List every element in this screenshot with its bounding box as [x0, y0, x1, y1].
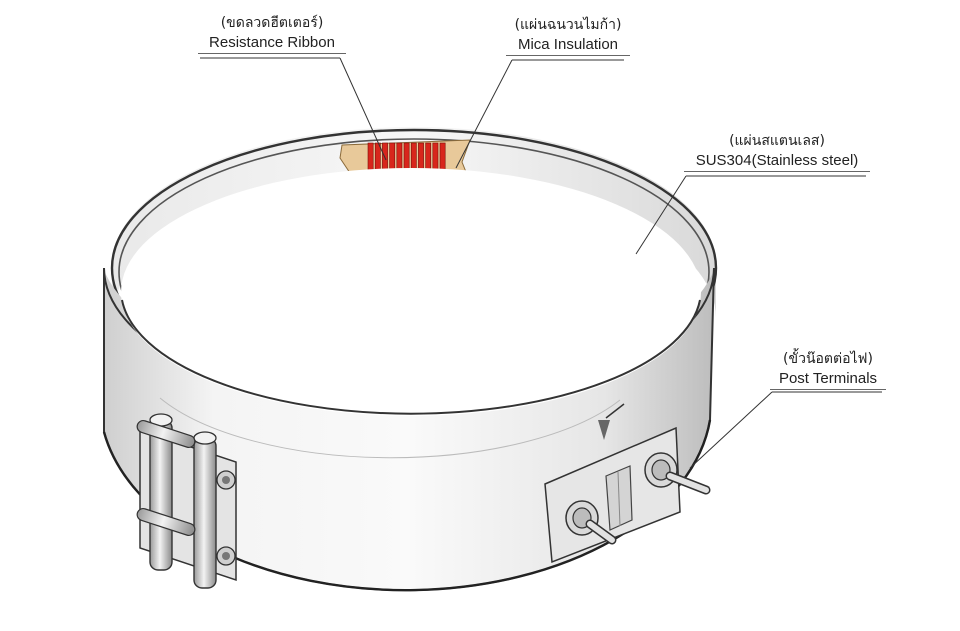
mica-insulation-english: Mica Insulation [506, 36, 630, 56]
resistance-ribbon-thai: (ขดลวดฮีตเตอร์) [220, 15, 324, 31]
post-terminal-left [565, 500, 617, 545]
resistance-ribbon-label: (ขดลวดฮีตเตอร์) Resistance Ribbon [198, 12, 346, 54]
post-terminals-english: Post Terminals [770, 370, 886, 390]
stainless-steel-label: (แผ่นสแตนเลส) SUS304(Stainless steel) [684, 130, 870, 172]
resistance-ribbon-english: Resistance Ribbon [198, 34, 346, 54]
stainless-steel-thai: (แผ่นสแตนเลส) [729, 133, 825, 149]
post-terminals-label: (ขั้วน๊อตต่อไฟ) Post Terminals [770, 348, 886, 390]
post-terminals-thai: (ขั้วน๊อตต่อไฟ) [783, 351, 873, 367]
band-inner-wall [112, 127, 716, 319]
mica-insulation-label: (แผ่นฉนวนไมก้า) Mica Insulation [506, 14, 630, 56]
post-terminal-right [644, 452, 711, 495]
mica-insulation-thai: (แผ่นฉนวนไมก้า) [514, 17, 622, 33]
leader-lines [200, 57, 882, 469]
stainless-steel-english: SUS304(Stainless steel) [684, 152, 870, 172]
clamp-bracket [136, 413, 237, 589]
